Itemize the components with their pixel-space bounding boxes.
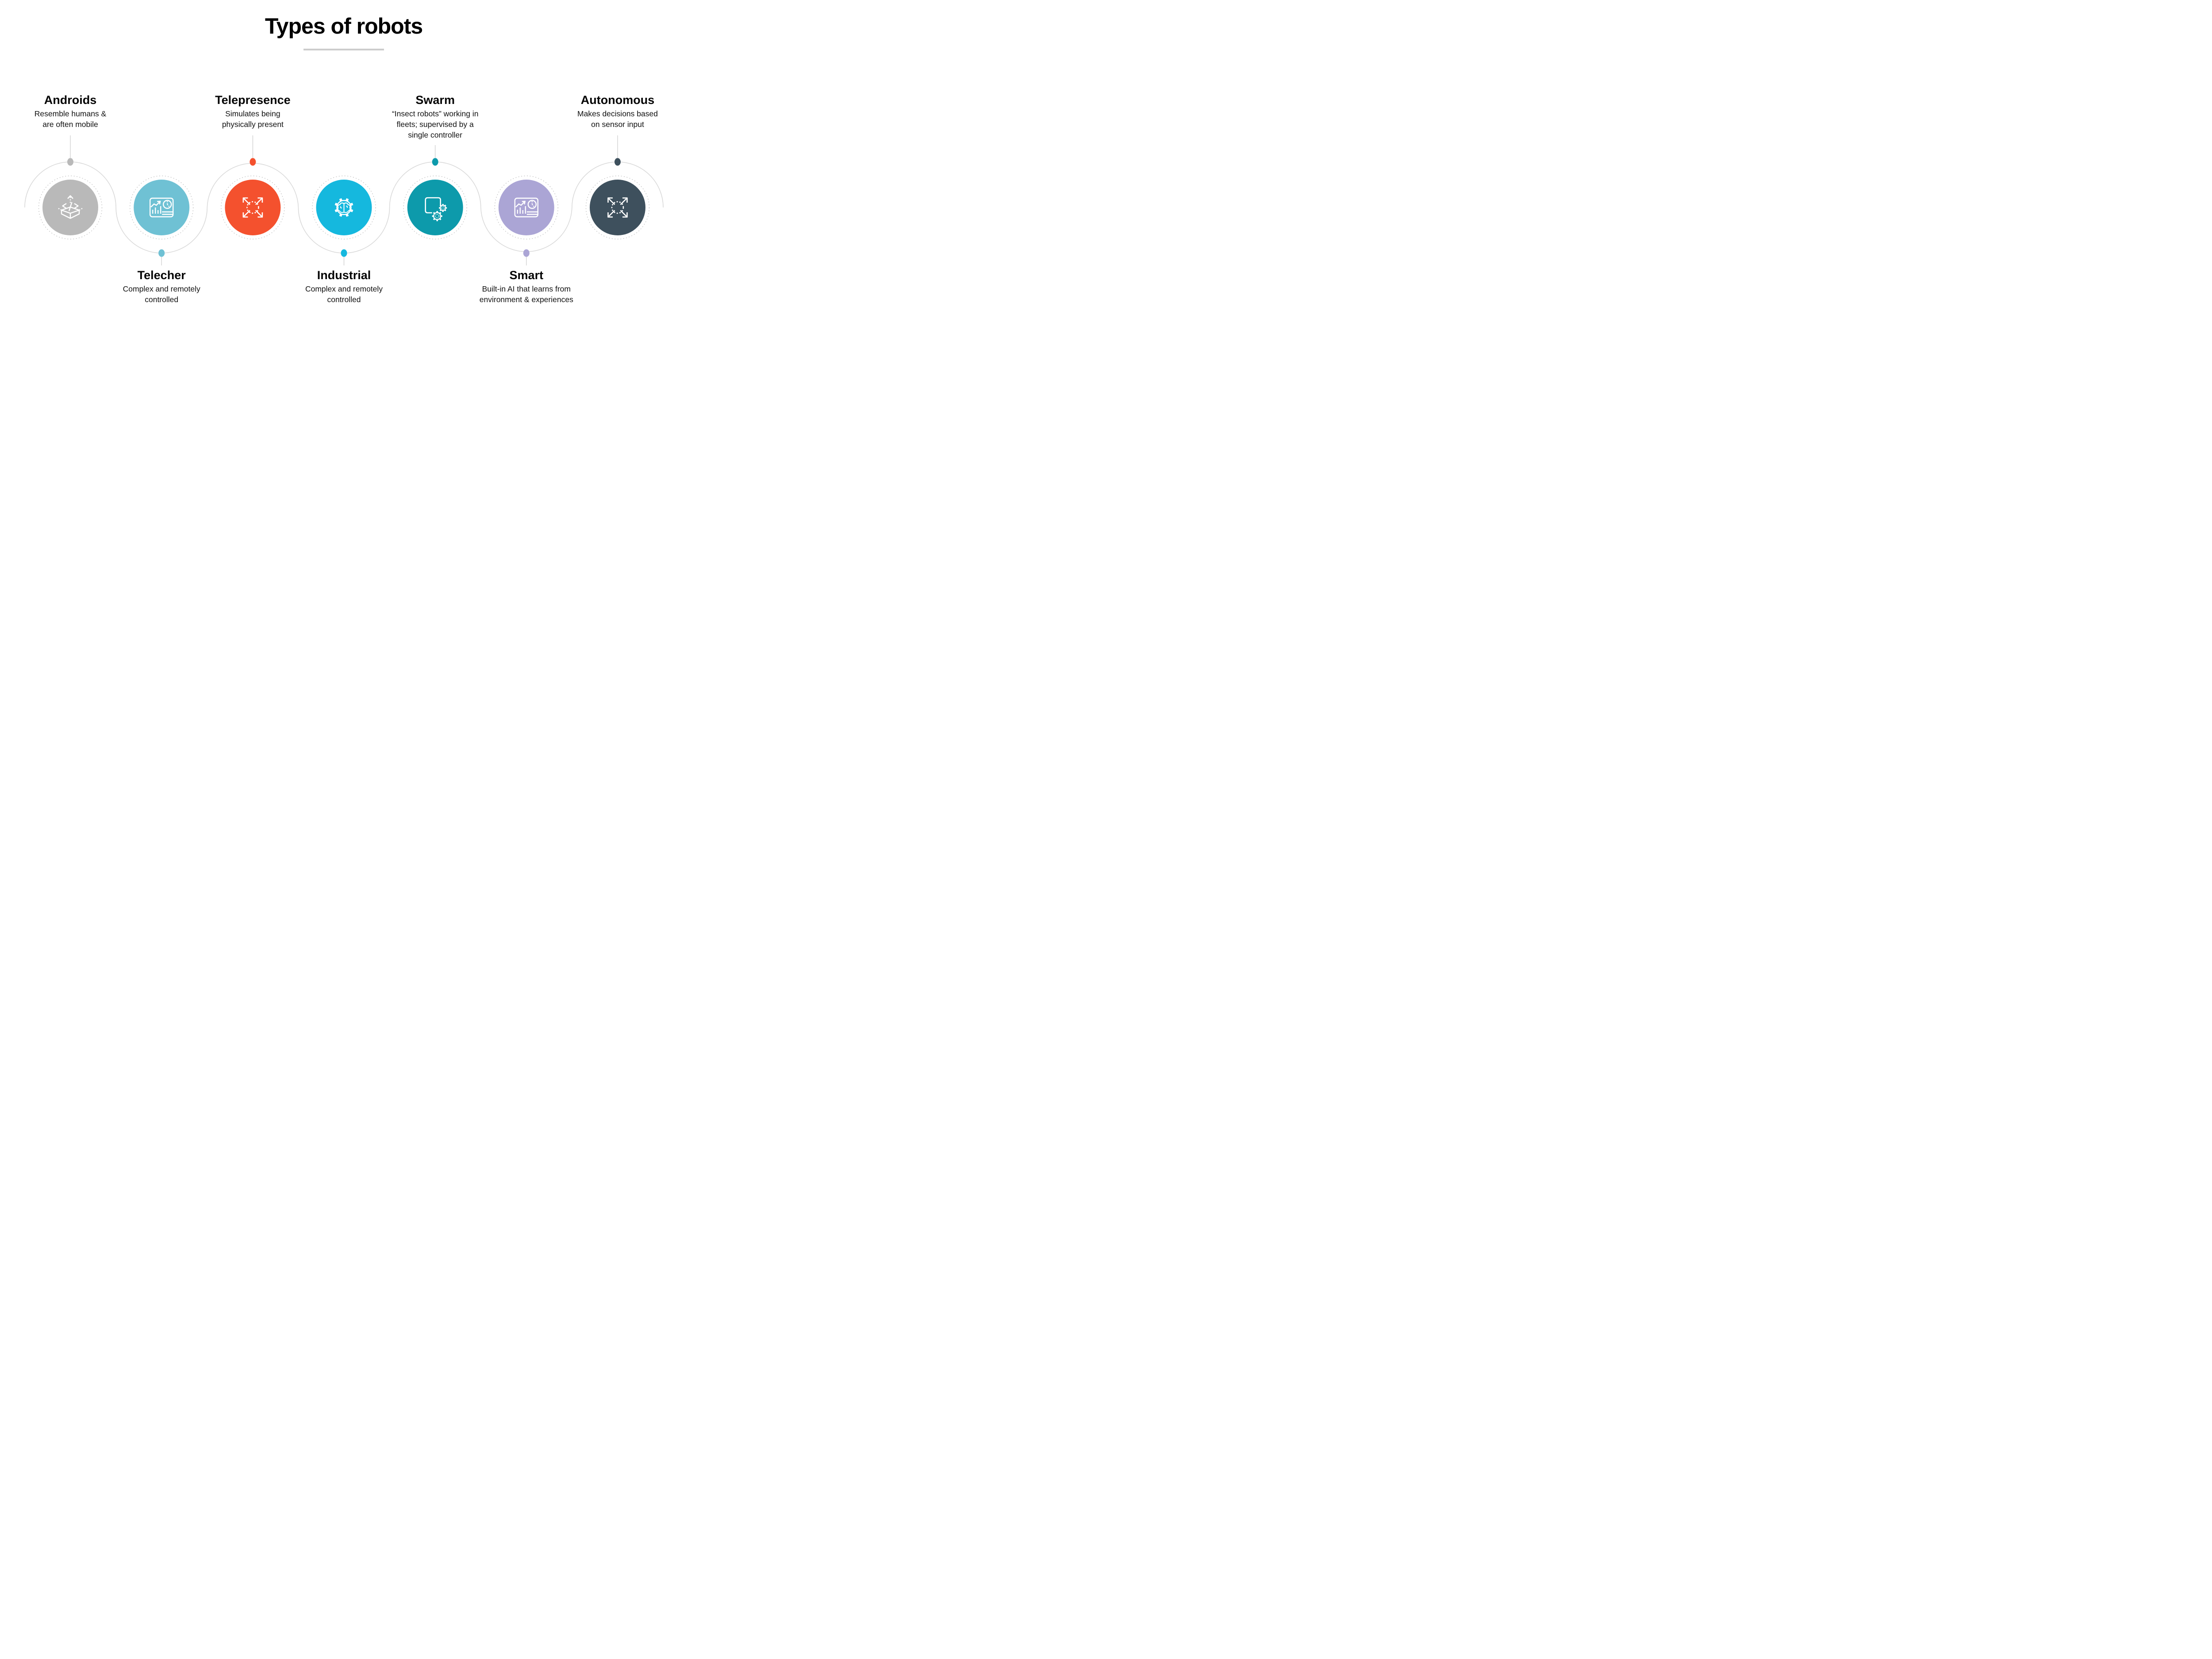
square-gears-icon — [425, 197, 447, 221]
item-description: Complex and remotely controlled — [123, 284, 200, 304]
connector-dot — [250, 158, 256, 166]
item-label-androids: Androids Resemble humans & are often mob… — [4, 93, 137, 130]
connector-dot — [67, 158, 73, 166]
dashed-ring — [403, 175, 467, 240]
dashed-ring — [312, 175, 376, 240]
item-circle-smart — [498, 180, 554, 235]
item-name: Telecher — [137, 269, 186, 282]
item-name: Androids — [44, 93, 97, 107]
timeline-item-swarm — [403, 145, 467, 240]
item-name: Swarm — [415, 93, 455, 107]
dashboard-icon — [514, 197, 539, 218]
connector-dot — [432, 158, 438, 166]
timeline-item-telecher — [130, 175, 194, 265]
timeline-item-smart — [494, 175, 559, 265]
timeline-item-androids — [38, 135, 103, 240]
dashed-ring — [38, 175, 103, 240]
item-description: Resemble humans & are often mobile — [34, 109, 107, 129]
infographic-canvas: Types of robots — [0, 0, 680, 382]
title-underline — [303, 49, 384, 50]
item-circle-autonomous — [590, 180, 645, 235]
dashed-ring — [221, 175, 285, 240]
expand-arrows-icon — [607, 197, 628, 218]
item-label-swarm: Swarm “Insect robots” working in fleets;… — [369, 93, 502, 140]
item-label-telepresence: Telepresence Simulates being physically … — [186, 93, 319, 130]
item-label-smart: Smart Built-in AI that learns from envir… — [460, 268, 593, 305]
connector-dot — [523, 249, 530, 257]
dashed-ring — [494, 175, 559, 240]
timeline-item-telepresence — [221, 135, 285, 240]
connector-dot — [158, 249, 165, 257]
item-description: Complex and remotely controlled — [305, 284, 383, 304]
item-description: Built-in AI that learns from environment… — [479, 284, 573, 304]
connector-dot — [341, 249, 347, 257]
item-description: Makes decisions based on sensor input — [577, 109, 658, 129]
item-circle-swarm — [407, 180, 463, 235]
item-label-autonomous: Autonomous Makes decisions based on sens… — [551, 93, 680, 130]
page-title: Types of robots — [265, 14, 423, 38]
box-code-icon — [58, 195, 83, 219]
connector-dot — [614, 158, 621, 166]
gear-brain-icon — [334, 198, 353, 217]
timeline-svg — [24, 135, 664, 265]
item-description: “Insect robots” working in fleets; super… — [392, 109, 479, 139]
dashed-ring — [585, 175, 650, 240]
item-name: Telepresence — [215, 93, 291, 107]
expand-arrows-icon — [242, 197, 263, 218]
item-name: Industrial — [317, 269, 371, 282]
item-circle-telepresence — [225, 180, 281, 235]
item-label-industrial: Industrial Complex and remotely controll… — [278, 268, 411, 305]
dashed-ring — [130, 175, 194, 240]
dashboard-icon — [150, 197, 174, 218]
item-name: Smart — [509, 269, 544, 282]
item-description: Simulates being physically present — [222, 109, 284, 129]
timeline-item-autonomous — [585, 135, 650, 240]
item-name: Autonomous — [580, 93, 655, 107]
item-label-telecher: Telecher Complex and remotely controlled — [95, 268, 228, 305]
timeline-item-industrial — [312, 175, 376, 265]
item-circle-telecher — [134, 180, 190, 235]
